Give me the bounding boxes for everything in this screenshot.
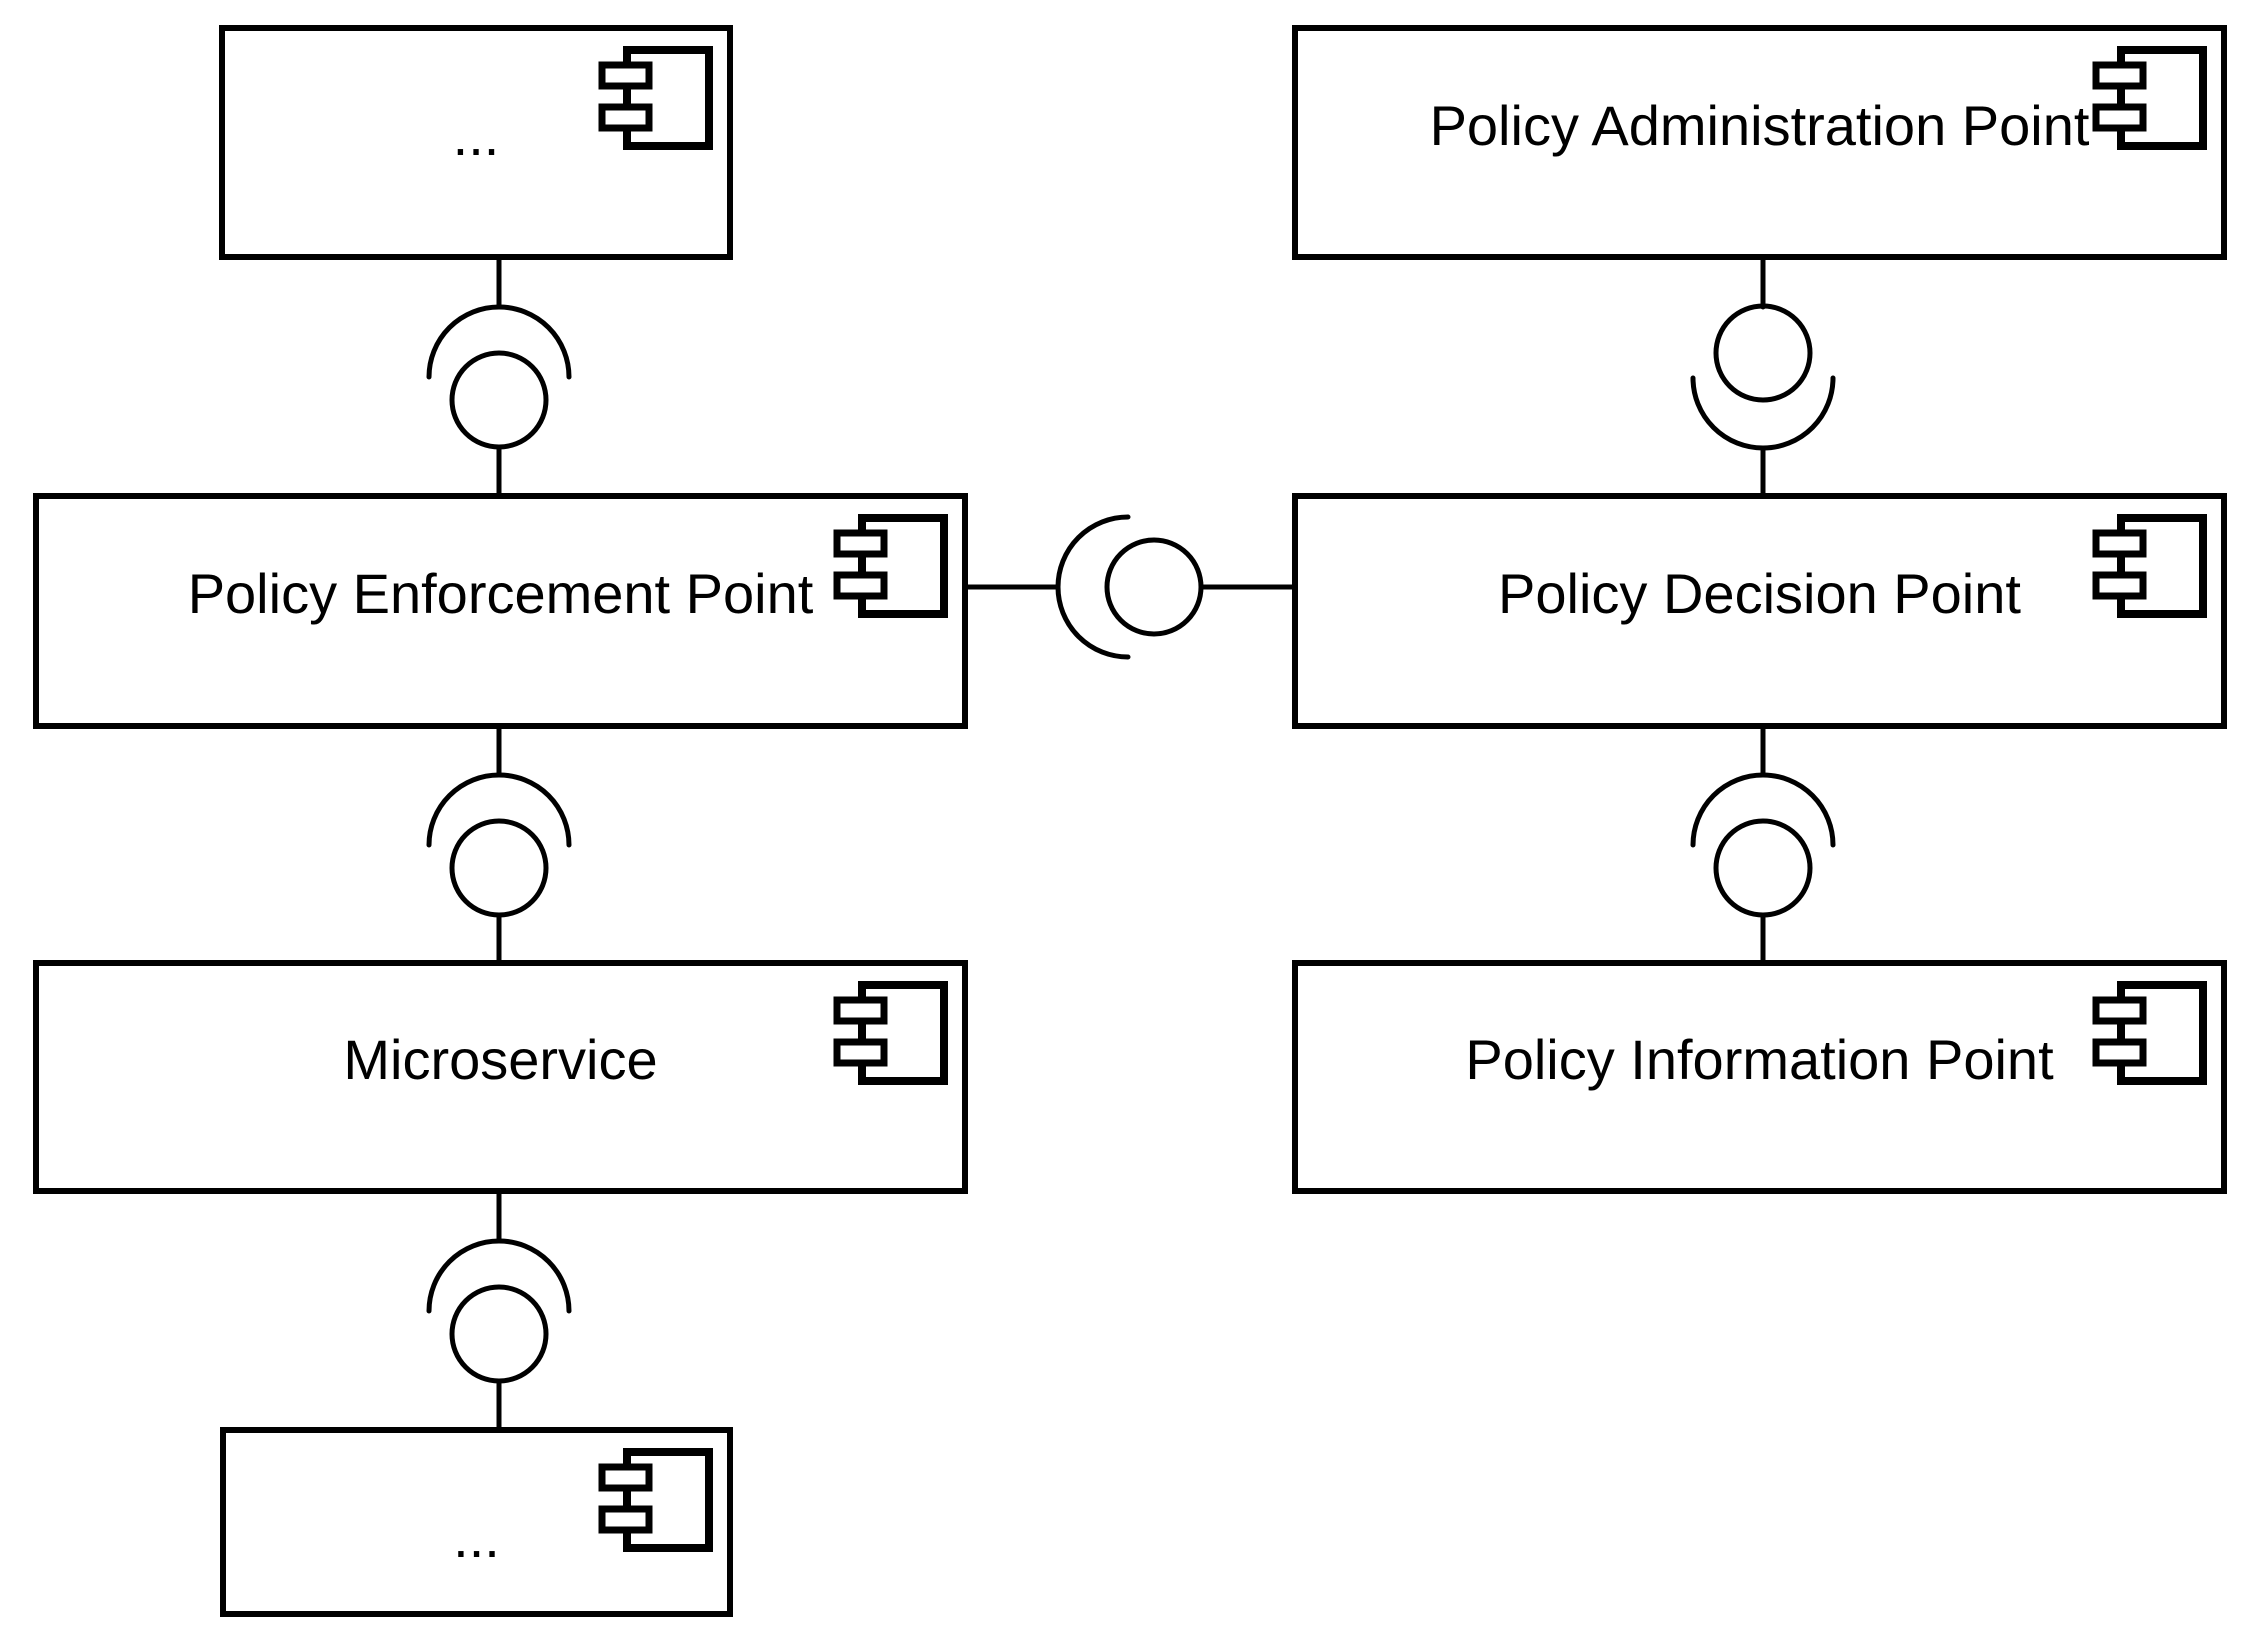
connector-ellipsistop-pep [426,252,572,501]
provided-interface-ball [1713,303,1813,403]
provided-interface-ball [449,1284,549,1384]
component-label: ... [453,1506,500,1569]
component-microservice: Microservice [33,960,968,1194]
component-icon [595,1447,713,1553]
required-interface-socket [1055,514,1131,660]
component-label: Microservice [343,1028,658,1091]
component-policy-enforcement-point: Policy Enforcement Point [33,493,968,729]
provided-interface-ball [449,818,549,918]
required-interface-socket [426,772,572,848]
provided-interface-ball [1713,818,1813,918]
connector-pdp-pip [1690,721,1836,968]
connector-pep-microservice [426,721,572,968]
provided-interface-ball [449,350,549,450]
required-interface-socket [426,304,572,380]
component-label: Policy Information Point [1465,1028,2054,1091]
component-label: Policy Administration Point [1429,93,2090,157]
connector-pap-pdp [1690,252,1836,501]
component-policy-administration-point: Policy Administration Point [1292,25,2227,260]
required-interface-socket [426,1238,572,1314]
required-interface-socket [1690,772,1836,848]
component-policy-decision-point: Policy Decision Point [1292,493,2227,729]
component-icon [830,513,948,619]
component-icon [830,980,948,1086]
component-icon [595,45,713,151]
component-icon [2089,980,2207,1086]
connector-microservice-ellipsisbottom [426,1186,572,1435]
component-label: ... [452,104,500,167]
component-ellipsis-top: ... [219,25,733,260]
provided-interface-ball [1104,537,1204,637]
required-interface-socket [1690,375,1836,451]
component-label: Policy Enforcement Point [187,562,814,625]
component-icon [2089,45,2207,151]
component-label: Policy Decision Point [1498,562,2021,625]
component-icon [2089,513,2207,619]
component-ellipsis-bottom: ... [220,1427,733,1617]
connector-pep-pdp [960,514,1300,660]
component-policy-information-point: Policy Information Point [1292,960,2227,1194]
